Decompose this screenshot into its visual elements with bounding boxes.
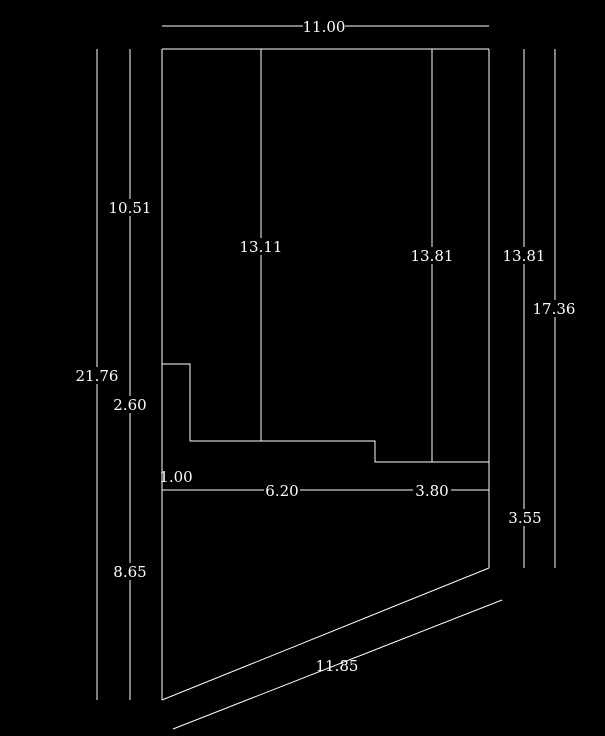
label-right-total-height: 17.36 (533, 300, 576, 318)
label-left-total-height: 21.76 (76, 367, 119, 385)
dimension-lines (96, 25, 556, 730)
label-left-upper-height: 10.51 (109, 199, 152, 217)
label-right-upper-height: 13.81 (503, 247, 546, 265)
label-inner-line-a: 13.11 (240, 238, 283, 256)
label-inner-line-b: 13.81 (411, 247, 454, 265)
label-right-lower-height: 3.55 (508, 509, 541, 527)
interior-lines (162, 49, 489, 491)
dim-line-diagonal (172, 599, 503, 730)
label-lower-left-height: 8.65 (113, 563, 146, 581)
stepped-inner-boundary (162, 363, 489, 463)
label-top-width: 11.00 (303, 18, 346, 36)
label-middle-span: 6.20 (265, 482, 298, 500)
outline (161, 48, 490, 701)
label-right-span: 3.80 (415, 482, 448, 500)
outline-diagonal-edge (161, 567, 490, 701)
dimension-labels: 11.00 10.51 21.76 2.60 8.65 13.11 13.81 … (75, 18, 576, 675)
label-notch-width: 1.00 (159, 468, 192, 486)
label-notch-height: 2.60 (113, 396, 146, 414)
label-diagonal-edge: 11.85 (316, 657, 359, 675)
